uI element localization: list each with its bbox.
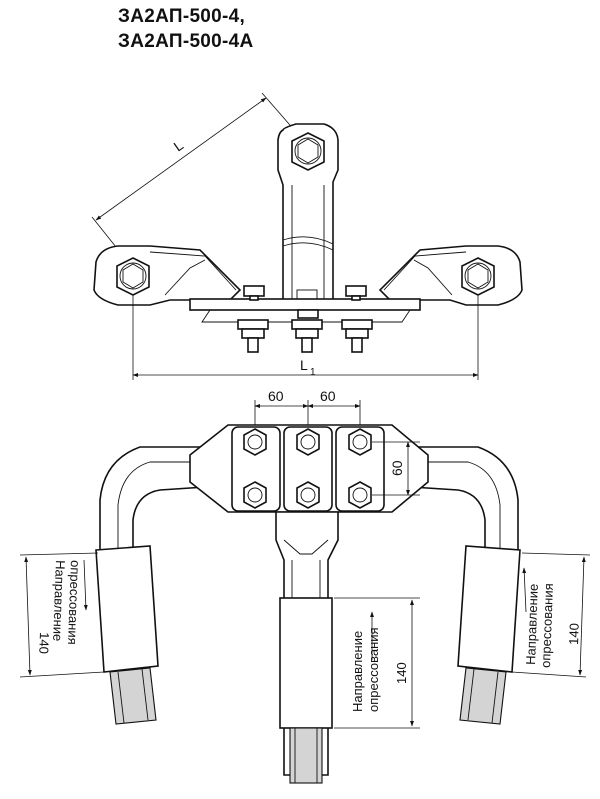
bolt-hex-5	[296, 481, 320, 509]
press-direction-center-line2: опрессования	[366, 627, 381, 712]
clamp-block-right	[335, 426, 385, 512]
bolt-hex-3	[348, 428, 372, 456]
left-eye-nut	[116, 257, 150, 296]
dimension-60-vertical-label: 60	[389, 460, 405, 476]
dimension-L-label: L	[171, 137, 187, 155]
press-direction-right-line2: опрессования	[538, 583, 556, 668]
bolt-top-right	[341, 285, 373, 353]
dimension-L: L	[91, 92, 304, 263]
center-sleeve	[279, 597, 333, 729]
left-arm	[93, 245, 242, 306]
dimension-140-right: 140 Направление опрессования	[511, 552, 591, 678]
center-arm	[277, 123, 339, 301]
dimension-140-left: 140 Направление опрессования	[19, 552, 105, 678]
title-line-1: ЗА2АП-500-4,	[118, 6, 246, 27]
base-plate-under	[201, 309, 411, 323]
bottom-view: 60 60	[19, 388, 591, 784]
dimension-60-vertical: 60	[372, 441, 420, 496]
press-direction-right-line1: Направление	[523, 583, 541, 665]
right-sleeve	[457, 545, 521, 673]
bolt-top-center	[291, 309, 323, 353]
clamp-block-center	[283, 426, 333, 512]
bolt-hex-1	[243, 428, 267, 456]
press-direction-center-line1: Направление	[350, 631, 365, 712]
dimension-L1-label: L	[300, 357, 308, 373]
dimension-60-right: 60	[320, 388, 336, 404]
base-plate	[189, 298, 421, 311]
left-sleeve	[95, 545, 159, 673]
press-direction-left-line2: опрессования	[65, 560, 83, 645]
dimension-L1-subscript: 1	[310, 367, 316, 378]
dimension-60-left: 60	[268, 388, 284, 404]
dimension-140-left-label: 140	[36, 632, 52, 654]
dimension-140-right-label: 140	[566, 623, 582, 645]
title-line-2: ЗА2АП-500-4А	[118, 31, 254, 52]
top-view: L	[91, 92, 523, 380]
bolt-hex-2	[296, 428, 320, 456]
right-cable	[459, 667, 507, 725]
bolt-hex-4	[243, 481, 267, 509]
top-eye-nut	[291, 132, 325, 171]
dimension-60-horizontal: 60 60	[254, 388, 361, 438]
dimension-140-center-label: 140	[394, 662, 409, 684]
right-arm	[378, 245, 523, 306]
right-eye-nut	[461, 257, 495, 296]
dimension-140-center: 140 Направление опрессования	[334, 597, 420, 729]
dimension-L1: L 1	[132, 295, 479, 380]
left-cable	[109, 667, 157, 725]
press-direction-left-line1: Направление	[50, 560, 68, 642]
bolt-top-left	[237, 285, 269, 353]
bolt-hex-6	[348, 481, 372, 509]
